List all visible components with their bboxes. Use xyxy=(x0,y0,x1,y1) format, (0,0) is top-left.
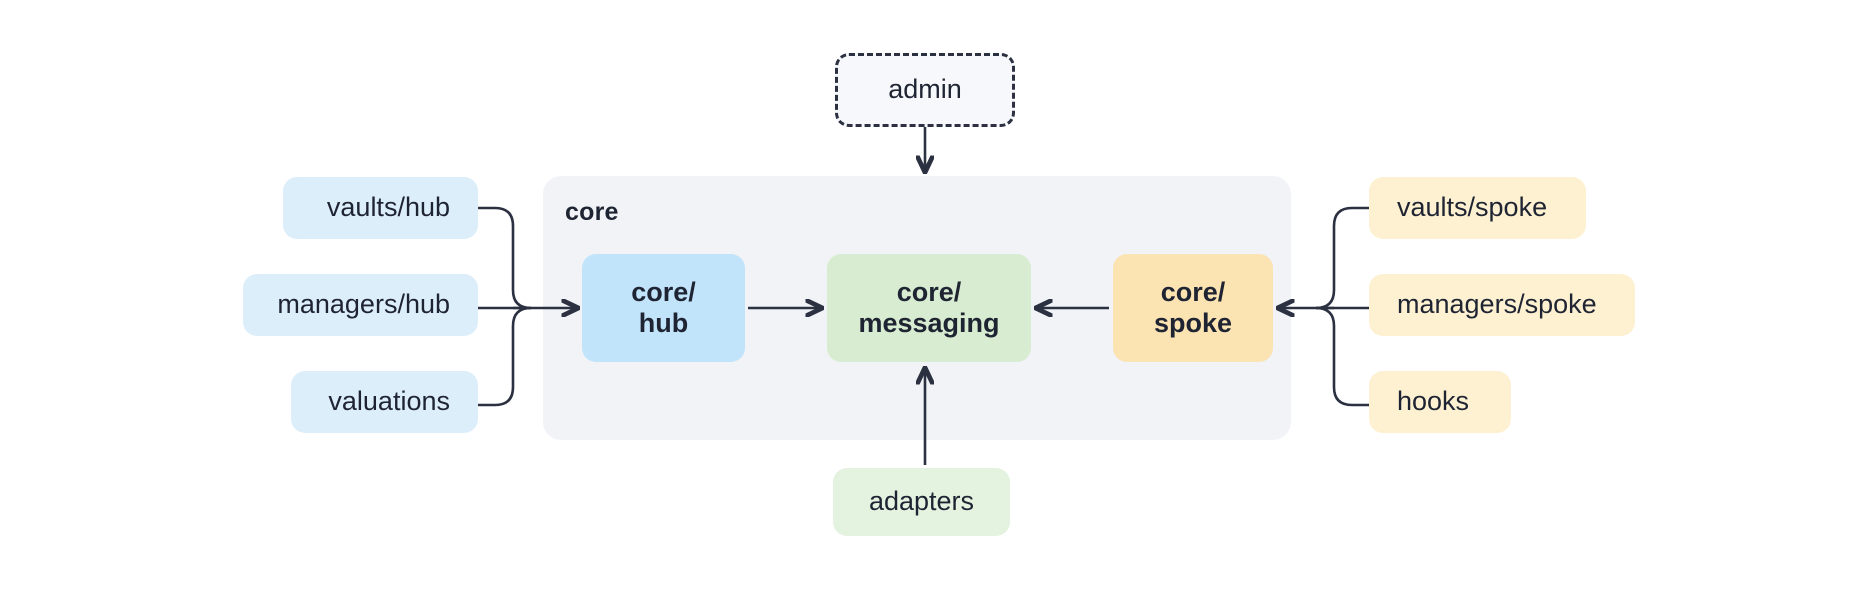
node-core-messaging[interactable]: core/ messaging xyxy=(827,254,1031,362)
node-managers-hub[interactable]: managers/hub xyxy=(243,274,478,336)
node-core-hub[interactable]: core/ hub xyxy=(582,254,745,362)
node-hooks[interactable]: hooks xyxy=(1369,371,1511,433)
node-vaults-hub[interactable]: vaults/hub xyxy=(283,177,478,239)
node-adapters[interactable]: adapters xyxy=(833,468,1010,536)
node-managers-spoke[interactable]: managers/spoke xyxy=(1369,274,1635,336)
node-vaults-spoke[interactable]: vaults/spoke xyxy=(1369,177,1586,239)
node-core-spoke[interactable]: core/ spoke xyxy=(1113,254,1273,362)
core-group-label: core xyxy=(565,198,619,226)
node-valuations[interactable]: valuations xyxy=(291,371,478,433)
node-admin[interactable]: admin xyxy=(835,53,1015,127)
edge-right-inputs-to-core-spoke xyxy=(1278,206,1369,407)
